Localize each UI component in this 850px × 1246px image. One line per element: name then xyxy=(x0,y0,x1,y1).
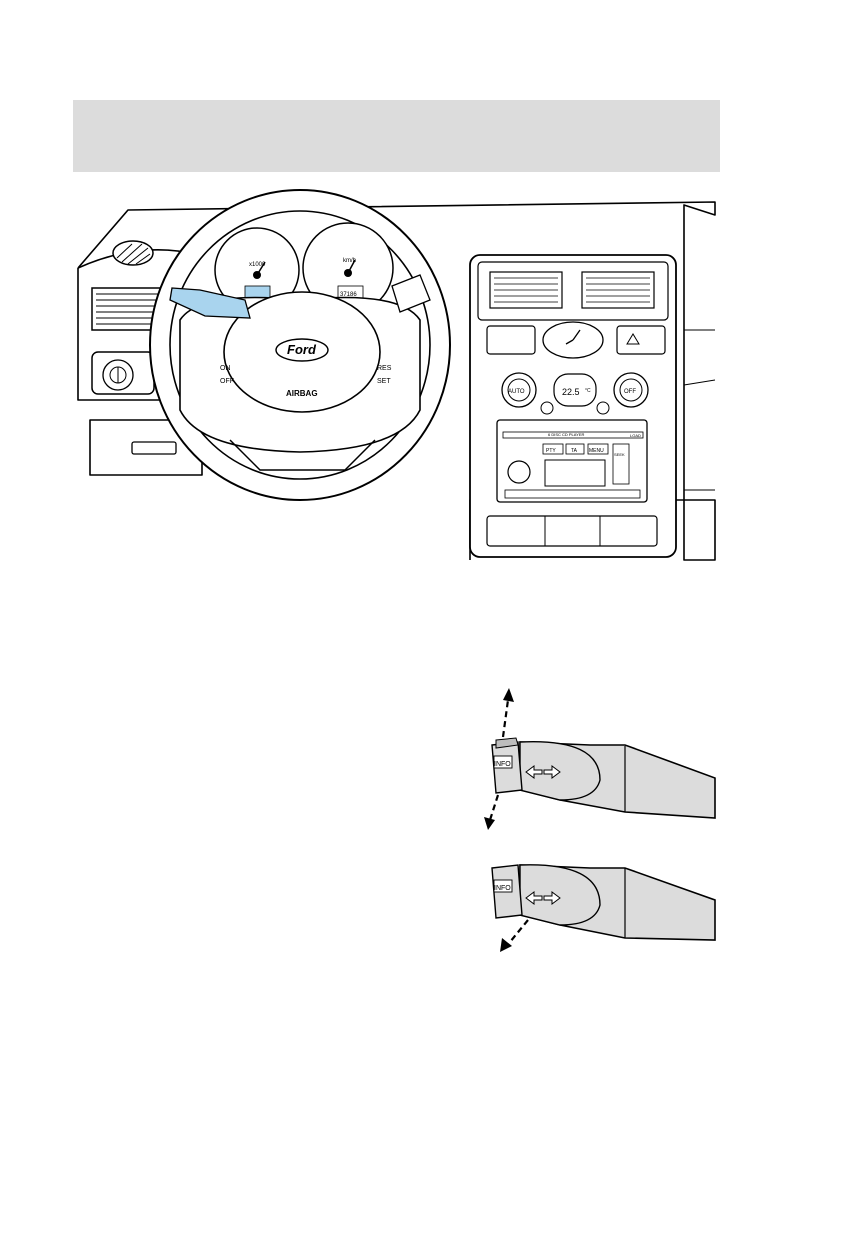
radio-ta: TA xyxy=(571,448,578,454)
steering-wheel xyxy=(149,189,451,501)
stalk-lower xyxy=(491,864,716,952)
header-band xyxy=(73,100,720,172)
odometer: 37186 xyxy=(340,292,357,298)
radio-menu: MENU xyxy=(589,448,604,454)
radio-cd-text: 6 DISC CD PLAYER xyxy=(548,432,584,437)
cruise-on-label: ON xyxy=(220,365,231,372)
climate-off-label: OFF xyxy=(624,389,636,395)
radio-seek: SEEK xyxy=(614,452,625,457)
cruise-res-label: RES xyxy=(377,365,392,372)
headlamp-switch xyxy=(91,351,155,395)
tach-label: x1000 xyxy=(249,262,266,268)
brand-logo: Ford xyxy=(287,342,317,357)
centre-console xyxy=(469,254,677,558)
info-label-lower: INFO xyxy=(494,885,511,892)
stalk-upper xyxy=(484,688,716,830)
climate-unit: °C xyxy=(585,388,591,394)
airbag-label: AIRBAG xyxy=(286,389,318,398)
speedo-label: km/h xyxy=(343,258,356,264)
glove-box xyxy=(131,441,177,455)
cruise-set-label: SET xyxy=(377,378,391,385)
left-air-vent xyxy=(91,240,163,331)
radio-pty: PTY xyxy=(546,448,556,454)
radio-load: LOAD xyxy=(630,433,641,438)
climate-temp: 22.5 xyxy=(562,387,580,397)
climate-auto-label: AUTO xyxy=(508,389,525,395)
info-label-upper: INFO xyxy=(494,761,511,768)
cruise-off-label: OFF xyxy=(220,378,234,385)
